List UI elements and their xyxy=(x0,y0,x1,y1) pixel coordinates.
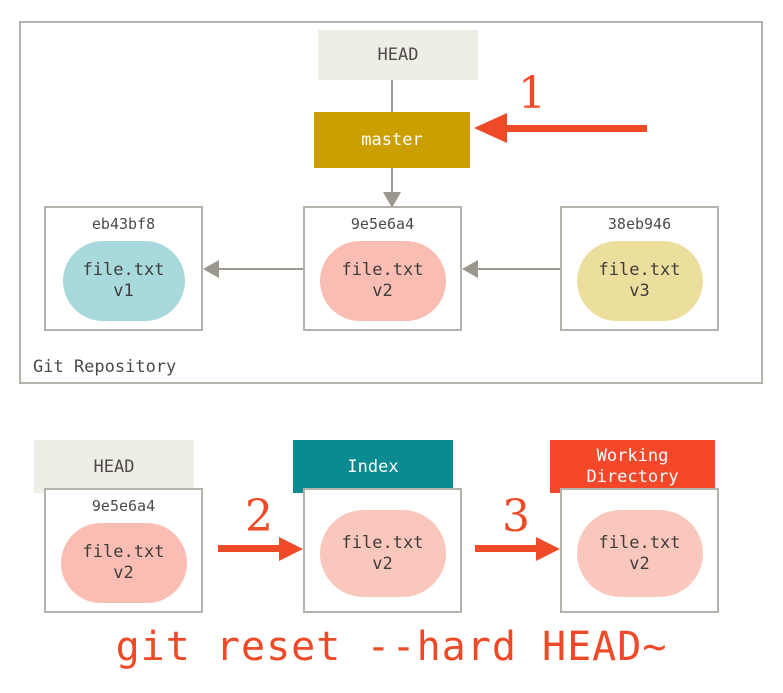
tree-head-header-label: HEAD xyxy=(93,456,135,477)
tree-working-directory-blob: file.txt v2 xyxy=(576,510,703,597)
tree-index-blob: file.txt v2 xyxy=(319,510,446,597)
tree-working-directory-header-line1: Working xyxy=(596,445,669,466)
callout-2-line xyxy=(218,545,280,552)
callout-1-arrowhead-icon xyxy=(474,113,507,143)
commit-box-38eb946: 38eb946 file.txt v3 xyxy=(560,206,719,331)
blob-v2-filename: file.txt xyxy=(341,260,424,280)
blob-v2: file.txt v2 xyxy=(319,241,446,321)
tree-head-header: HEAD xyxy=(34,440,194,493)
commit-box-eb43bf8: eb43bf8 file.txt v1 xyxy=(44,206,203,331)
commit-link-v2-to-v1-line xyxy=(219,268,303,270)
head-to-master-line xyxy=(391,80,393,112)
tree-working-directory-blob-filename: file.txt xyxy=(598,532,681,553)
blob-v3-filename: file.txt xyxy=(598,260,681,280)
commit-sha-38eb946: 38eb946 xyxy=(607,215,672,233)
blob-v2-version: v2 xyxy=(372,281,393,301)
commit-box-9e5e6a4: 9e5e6a4 file.txt v2 xyxy=(303,206,462,331)
step-marker-1: 1 xyxy=(518,68,546,119)
tree-head-blob-version: v2 xyxy=(113,563,134,583)
callout-3-line xyxy=(475,545,537,552)
repo-head-label: HEAD xyxy=(377,45,419,65)
master-to-commit-arrowhead-icon xyxy=(383,192,401,208)
tree-head-blob-filename: file.txt xyxy=(82,542,165,562)
master-to-commit-line xyxy=(391,168,393,195)
blob-v1-version: v1 xyxy=(113,281,134,301)
commit-link-v2-to-v1-arrowhead-icon xyxy=(203,260,219,278)
step-marker-3: 3 xyxy=(502,491,530,542)
tree-working-directory-blob-version: v2 xyxy=(629,553,650,574)
tree-index-header: Index xyxy=(293,440,453,493)
blob-v1-filename: file.txt xyxy=(82,260,165,280)
command-text: git reset --hard HEAD~ xyxy=(115,624,668,670)
blob-v3: file.txt v3 xyxy=(576,241,703,321)
tree-index-blob-filename: file.txt xyxy=(341,532,424,553)
blob-v1: file.txt v1 xyxy=(62,241,185,321)
callout-1-line xyxy=(507,125,647,132)
commit-link-v3-to-v2-arrowhead-icon xyxy=(462,260,478,278)
commit-sha-eb43bf8: eb43bf8 xyxy=(91,215,156,233)
tree-working-directory-header: Working Directory xyxy=(550,440,715,493)
repo-head-box: HEAD xyxy=(318,30,478,80)
callout-3-arrowhead-icon xyxy=(536,537,560,561)
tree-working-directory-box: file.txt v2 xyxy=(560,488,719,613)
git-repository-label: Git Repository xyxy=(33,357,177,377)
callout-2-arrowhead-icon xyxy=(279,537,303,561)
repo-master-box: master xyxy=(314,112,470,168)
step-marker-2: 2 xyxy=(245,491,273,542)
repo-master-label: master xyxy=(361,130,423,150)
tree-working-directory-header-line2: Directory xyxy=(586,466,679,487)
tree-index-header-label: Index xyxy=(347,456,399,477)
tree-head-box: 9e5e6a4 file.txt v2 xyxy=(44,488,203,613)
tree-head-sha: 9e5e6a4 xyxy=(91,497,156,515)
commit-link-v3-to-v2-line xyxy=(478,268,560,270)
blob-v3-version: v3 xyxy=(629,281,650,301)
tree-index-blob-version: v2 xyxy=(372,553,393,574)
tree-index-box: file.txt v2 xyxy=(303,488,462,613)
tree-head-blob: file.txt v2 xyxy=(60,523,187,603)
commit-sha-9e5e6a4: 9e5e6a4 xyxy=(350,215,415,233)
